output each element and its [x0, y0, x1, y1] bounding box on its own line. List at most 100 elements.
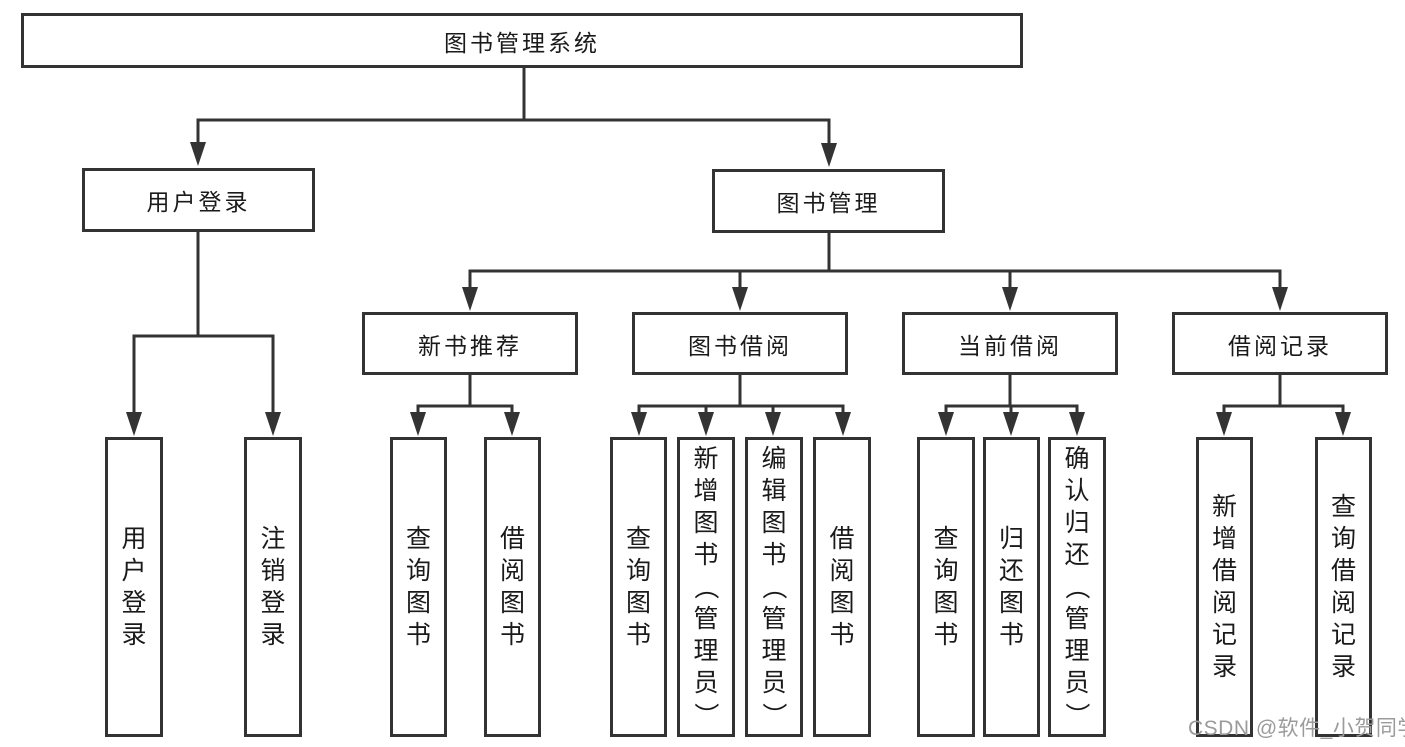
vertical-char: 注 — [260, 525, 286, 553]
arrowhead — [1272, 287, 1288, 311]
vertical-char: 图 — [829, 589, 855, 617]
node-user-login-label: 用户登录 — [146, 189, 251, 215]
arrowhead — [190, 142, 206, 166]
leaf-bb-add-books-admin: 新增图书（管理员） — [677, 437, 735, 737]
leaf-rr-add-borrow-record: 新增借阅记录 — [1196, 437, 1253, 737]
vertical-char: 登 — [260, 589, 286, 617]
vertical-char: 书 — [499, 621, 525, 649]
arrowhead — [938, 412, 954, 436]
vertical-char: 查 — [625, 525, 651, 553]
leaf-cb-return-books: 归还图书 — [983, 437, 1040, 737]
arrowhead — [504, 412, 520, 436]
leaf-cb-confirm-return-admin: 确认归还（管理员） — [1048, 437, 1106, 737]
vertical-char: 管 — [761, 605, 787, 633]
vertical-char: 理 — [1064, 637, 1090, 665]
vertical-char: 户 — [121, 557, 147, 585]
vertical-char: 记 — [1330, 621, 1356, 649]
vertical-char: ） — [759, 702, 788, 728]
vertical-char: 图 — [693, 509, 719, 537]
connector-book-borrow — [637, 373, 845, 418]
node-new-book-recommend: 新书推荐 — [362, 312, 578, 375]
node-user-login: 用户登录 — [82, 168, 315, 232]
vertical-char: ） — [691, 702, 720, 728]
vertical-char: 归 — [998, 525, 1024, 553]
vertical-char: 新 — [1211, 493, 1237, 521]
leaf-cb-query-books: 查询图书 — [917, 437, 975, 737]
arrowhead — [126, 412, 142, 436]
leaf-logout: 注销登录 — [244, 437, 302, 737]
vertical-char: （ — [759, 574, 788, 600]
vertical-char: 书 — [405, 621, 431, 649]
vertical-char: 录 — [1211, 653, 1237, 681]
vertical-char: 理 — [693, 637, 719, 665]
arrowhead — [1069, 412, 1085, 436]
vertical-char: 书 — [829, 621, 855, 649]
arrowhead — [631, 412, 647, 436]
arrowhead — [732, 287, 748, 311]
vertical-char: 用 — [121, 525, 147, 553]
vertical-char: 销 — [260, 557, 286, 585]
node-root: 图书管理系统 — [21, 13, 1023, 68]
vertical-char: 图 — [499, 589, 525, 617]
vertical-char: 图 — [405, 589, 431, 617]
vertical-char: 书 — [625, 621, 651, 649]
vertical-char: 询 — [405, 557, 431, 585]
connector-book-management — [468, 231, 1282, 293]
vertical-char: （ — [1062, 574, 1091, 600]
vertical-char: 理 — [761, 637, 787, 665]
node-current-borrow-label: 当前借阅 — [958, 332, 1062, 359]
leaf-bb-edit-books-admin: 编辑图书（管理员） — [745, 437, 803, 737]
vertical-char: 图 — [761, 509, 787, 537]
vertical-char: 增 — [1211, 525, 1237, 553]
vertical-char: 书 — [761, 541, 787, 569]
vertical-char: 询 — [1330, 525, 1356, 553]
vertical-char: 借 — [829, 525, 855, 553]
leaf-rec-query-books: 查询图书 — [390, 437, 447, 737]
leaf-bb-borrow-books: 借阅图书 — [813, 437, 871, 737]
leaf-bb-query-books: 查询图书 — [610, 437, 667, 737]
arrowhead — [1003, 412, 1019, 436]
vertical-char: 管 — [693, 605, 719, 633]
vertical-char: 新 — [693, 445, 719, 473]
node-borrow-records: 借阅记录 — [1172, 312, 1388, 375]
connector-root — [196, 66, 831, 149]
vertical-char: 阅 — [1211, 589, 1237, 617]
leaf-rr-query-borrow-record: 查询借阅记录 — [1315, 437, 1372, 737]
vertical-char: 管 — [1064, 605, 1090, 633]
vertical-char: 询 — [625, 557, 651, 585]
node-current-borrow: 当前借阅 — [902, 312, 1118, 375]
vertical-char: 查 — [933, 525, 959, 553]
node-new-book-recommend-label: 新书推荐 — [418, 332, 522, 359]
node-book-management-label: 图书管理 — [776, 190, 881, 216]
connector-new-book-recommend — [416, 373, 514, 418]
connector-borrow-records — [1222, 373, 1345, 418]
connector-user-login — [132, 230, 275, 418]
vertical-char: 书 — [998, 621, 1024, 649]
node-root-label: 图书管理系统 — [444, 29, 600, 56]
vertical-char: 还 — [998, 557, 1024, 585]
vertical-char: 记 — [1211, 621, 1237, 649]
connector-current-borrow — [944, 373, 1079, 418]
vertical-char: 员 — [761, 669, 787, 697]
vertical-char: 录 — [1330, 653, 1356, 681]
vertical-char: 阅 — [499, 557, 525, 585]
vertical-char: 员 — [693, 669, 719, 697]
vertical-char: 书 — [933, 621, 959, 649]
vertical-char: 阅 — [829, 557, 855, 585]
leaf-user-login: 用户登录 — [105, 437, 163, 737]
vertical-char: 认 — [1064, 477, 1090, 505]
node-book-management: 图书管理 — [712, 169, 945, 233]
arrowhead — [1002, 287, 1018, 311]
vertical-char: 图 — [998, 589, 1024, 617]
vertical-char: 图 — [933, 589, 959, 617]
arrowhead — [462, 287, 478, 311]
vertical-char: 归 — [1064, 509, 1090, 537]
vertical-char: 阅 — [1330, 589, 1356, 617]
vertical-char: 借 — [499, 525, 525, 553]
arrowhead — [1216, 412, 1232, 436]
vertical-char: 确 — [1064, 445, 1090, 473]
vertical-char: 还 — [1064, 541, 1090, 569]
vertical-char: 增 — [693, 477, 719, 505]
vertical-char: 员 — [1064, 669, 1090, 697]
